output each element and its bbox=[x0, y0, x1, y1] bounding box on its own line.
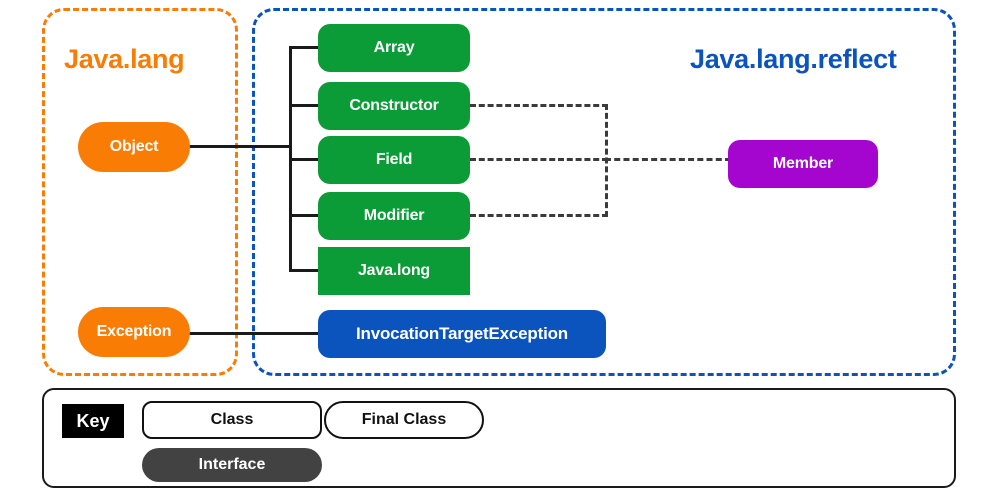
legend-item-final-class-label: Final Class bbox=[361, 411, 447, 428]
package-title-java-lang: Java.lang bbox=[64, 44, 185, 74]
node-java-long-label: Java.long bbox=[357, 262, 430, 279]
package-container-java-lang-reflect bbox=[252, 8, 956, 376]
legend-item-class-label: Class bbox=[210, 411, 254, 428]
node-invocation-target-exception-label: InvocationTargetException bbox=[356, 324, 568, 343]
package-title-java-lang-reflect: Java.lang.reflect bbox=[690, 44, 897, 74]
edge-object-field bbox=[289, 158, 321, 161]
edge-field-member bbox=[470, 158, 608, 161]
node-object[interactable]: Object bbox=[78, 122, 190, 172]
legend-item-final-class: Final Class bbox=[324, 401, 484, 439]
edge-object-modifier bbox=[289, 214, 321, 217]
edge-object-stub bbox=[188, 145, 292, 148]
legend-panel: Key Class Final Class Interface bbox=[42, 388, 956, 488]
legend-key-text: Key bbox=[76, 410, 110, 431]
node-array-label: Array bbox=[373, 39, 415, 56]
node-object-label: Object bbox=[109, 138, 159, 155]
edge-constructor-member bbox=[470, 104, 608, 107]
node-constructor-label: Constructor bbox=[349, 97, 439, 114]
node-field[interactable]: Field bbox=[318, 136, 470, 184]
node-member[interactable]: Member bbox=[728, 140, 878, 188]
legend-item-class: Class bbox=[142, 401, 322, 439]
legend-item-interface-label: Interface bbox=[198, 456, 266, 473]
node-invocation-target-exception[interactable]: InvocationTargetException bbox=[318, 310, 606, 358]
edge-member-stub bbox=[605, 158, 731, 161]
edge-object-constructor bbox=[289, 104, 321, 107]
node-exception[interactable]: Exception bbox=[78, 307, 190, 357]
edge-object-java-long bbox=[289, 269, 321, 272]
package-container-java-lang bbox=[42, 8, 238, 376]
node-exception-label: Exception bbox=[96, 323, 172, 340]
node-array[interactable]: Array bbox=[318, 24, 470, 72]
node-java-long[interactable]: Java.long bbox=[318, 247, 470, 295]
legend-key-label: Key bbox=[62, 404, 124, 438]
node-field-label: Field bbox=[375, 151, 413, 168]
legend-item-interface: Interface bbox=[142, 448, 322, 482]
node-member-label: Member bbox=[772, 155, 834, 172]
node-modifier-label: Modifier bbox=[363, 207, 425, 224]
edge-exception-invocation-target-exception bbox=[188, 332, 322, 335]
node-modifier[interactable]: Modifier bbox=[318, 192, 470, 240]
node-constructor[interactable]: Constructor bbox=[318, 82, 470, 130]
edge-object-array bbox=[289, 46, 321, 49]
edge-modifier-member bbox=[470, 214, 608, 217]
